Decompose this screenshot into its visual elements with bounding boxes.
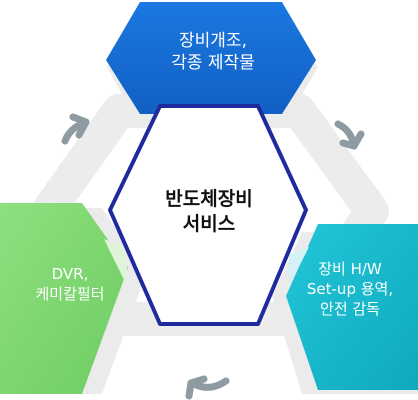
clockwise-arrow-icon	[185, 375, 230, 400]
right-node-shape	[286, 224, 418, 390]
left-node-line-1: DVR,	[51, 265, 89, 283]
top-node-line-1: 장비개조,	[179, 31, 247, 51]
center-line-2: 서비스	[182, 213, 236, 236]
top-node-shape	[106, 2, 316, 114]
top-node-label: 장비개조, 각종 제작물	[120, 30, 306, 75]
right-node-label: 장비 H/W Set-up 용역, 안전 감독	[288, 260, 412, 319]
center-line-1: 반도체장비	[165, 188, 253, 210]
left-node-highlight	[104, 239, 127, 286]
right-node-line-3: 안전 감독	[320, 299, 380, 318]
top-node-line-2: 각종 제작물	[171, 53, 255, 74]
right-node-line-2: Set-up 용역,	[306, 279, 394, 298]
clockwise-arrow-icon	[334, 120, 365, 150]
clockwise-arrow-icon	[61, 113, 90, 145]
right-node-highlight	[289, 247, 309, 286]
left-node-label: DVR, 케미칼필터	[12, 265, 128, 305]
left-node-line-2: 케미칼필터	[35, 284, 105, 303]
center-hexagon	[108, 104, 308, 326]
center-label: 반도체장비 서비스	[124, 187, 294, 237]
right-node-line-1: 장비 H/W	[318, 260, 382, 278]
left-node-shape	[0, 203, 128, 394]
